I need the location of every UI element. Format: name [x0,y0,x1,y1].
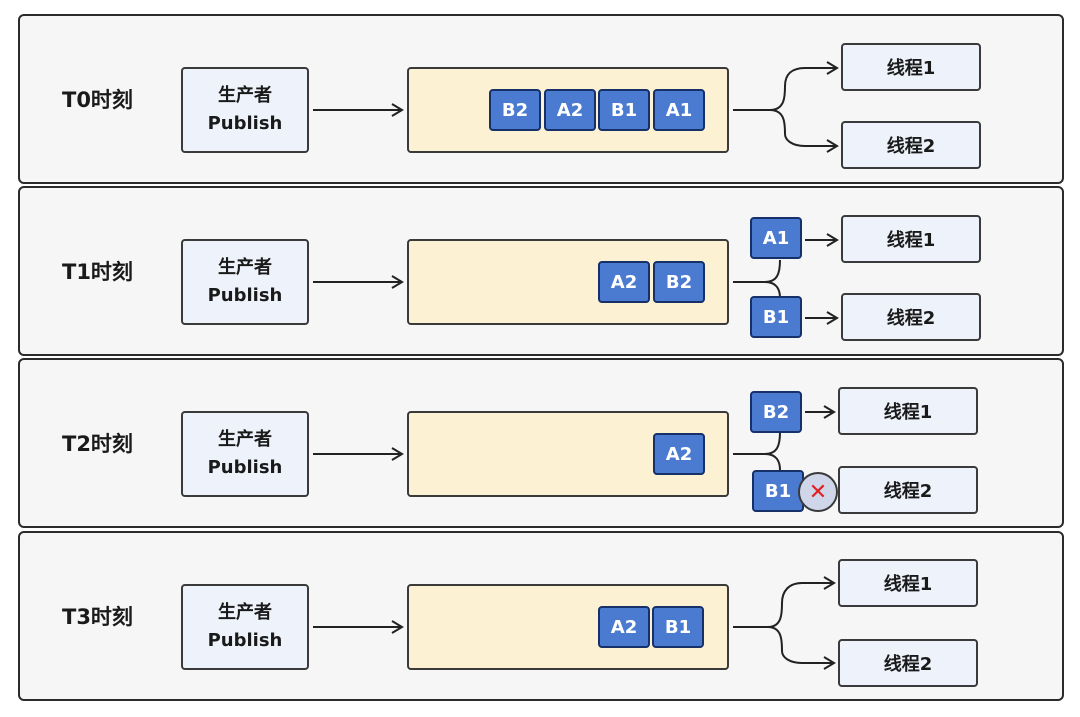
thread-box-1: 线程1 [841,215,981,263]
producer-label: 生产者 [218,602,272,623]
connector-lines [313,576,836,670]
thread-box-2: 线程2 [841,293,981,341]
queue-message: B2 [489,89,541,131]
producer-publish-label: Publish [207,113,283,134]
thread-box-2: 线程2 [841,121,981,169]
producer-box: 生产者 Publish [181,67,309,153]
dispatched-message: B2 [750,391,802,433]
thread-box-1: 线程1 [838,387,978,435]
queue-message: B1 [652,606,704,648]
connector-lines [313,405,836,471]
message-queue: A2 B1 [407,584,729,670]
queue-message: A2 [598,606,650,648]
stage-panel-t1: T1时刻 生产者 Publish A2 B2 A1 B1 线程1 线程2 [18,186,1064,356]
queue-message: B2 [653,261,705,303]
queue-message: A2 [653,433,705,475]
producer-label: 生产者 [218,257,272,278]
queue-message: B1 [598,89,650,131]
dispatched-message: B1 [750,296,802,338]
stage-panel-t3: T3时刻 生产者 Publish A2 B1 线程1 线程2 [18,531,1064,701]
thread-box-1: 线程1 [841,43,981,91]
connector-lines [313,233,839,325]
queue-message: A2 [544,89,596,131]
thread-box-2: 线程2 [838,466,978,514]
stage-panel-t0: T0时刻 生产者 Publish B2 A2 B1 A1 线程1 线程2 [18,14,1064,184]
stage-label: T2时刻 [62,432,133,456]
queue-message: A1 [653,89,705,131]
thread-box-2: 线程2 [838,639,978,687]
stage-label: T0时刻 [62,88,133,112]
producer-publish-label: Publish [207,285,283,306]
producer-publish-label: Publish [207,457,283,478]
producer-box: 生产者 Publish [181,239,309,325]
producer-label: 生产者 [218,429,272,450]
message-queue: B2 A2 B1 A1 [407,67,729,153]
thread-box-1: 线程1 [838,559,978,607]
message-queue: A2 [407,411,729,497]
dispatched-message: A1 [750,217,802,259]
stage-label: T1时刻 [62,260,133,284]
message-queue: A2 B2 [407,239,729,325]
producer-publish-label: Publish [207,630,283,651]
connector-lines [313,61,839,153]
stage-panel-t2: T2时刻 生产者 Publish A2 B2 B1 ✕ 线程1 线程2 [18,358,1064,528]
failure-x-icon: ✕ [798,472,838,512]
producer-label: 生产者 [218,85,272,106]
queue-message: A2 [598,261,650,303]
dispatched-message: B1 [752,470,804,512]
producer-box: 生产者 Publish [181,584,309,670]
producer-box: 生产者 Publish [181,411,309,497]
stage-label: T3时刻 [62,605,133,629]
